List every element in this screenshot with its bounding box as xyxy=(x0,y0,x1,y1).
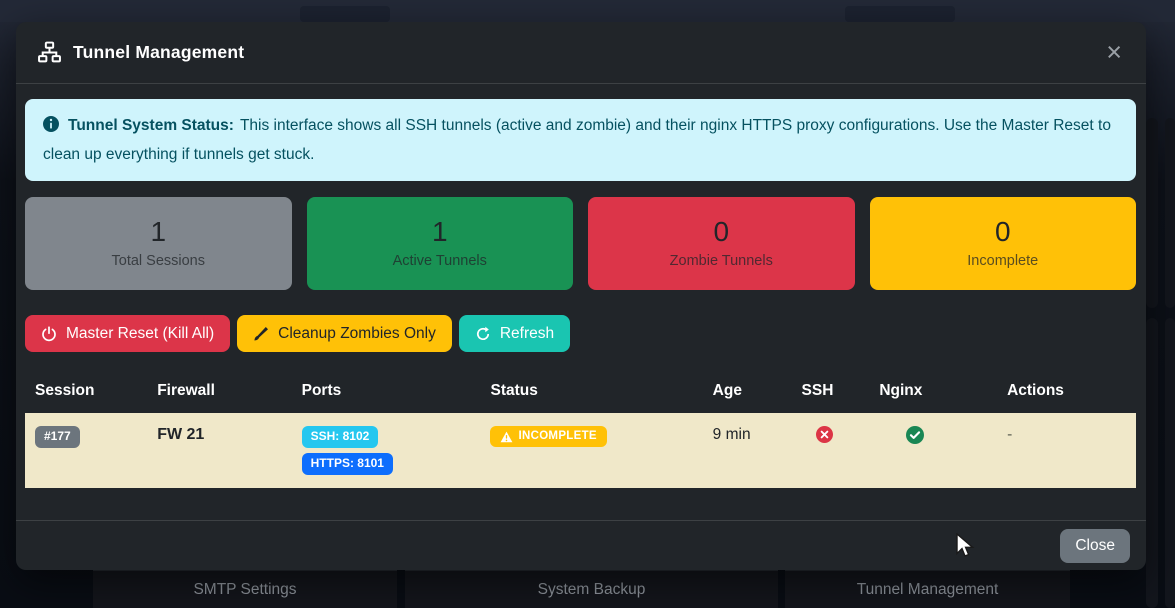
modal-title: Tunnel Management xyxy=(73,42,245,62)
close-icon[interactable]: × xyxy=(1106,37,1122,67)
modal-body: Tunnel System Status: This interface sho… xyxy=(16,84,1146,488)
brush-icon xyxy=(253,326,269,342)
ssh-port-badge: SSH: 8102 xyxy=(301,426,379,448)
stat-value: 0 xyxy=(713,216,730,247)
background-card-edge xyxy=(1165,118,1175,308)
modal-footer: Close xyxy=(16,520,1146,570)
col-ssh: SSH xyxy=(801,382,834,399)
background-card-edge xyxy=(1165,318,1175,608)
session-id-badge: #177 xyxy=(35,426,80,448)
col-session: Session xyxy=(35,382,95,399)
alert-text: This interface shows all SSH tunnels (ac… xyxy=(43,117,1111,163)
sitemap-icon xyxy=(38,41,61,64)
https-port-badge: HTTPS: 8101 xyxy=(301,452,393,475)
col-nginx: Nginx xyxy=(879,382,923,399)
background-card-edge xyxy=(1146,118,1158,308)
background-shape xyxy=(845,6,955,22)
status-text: INCOMPLETE xyxy=(518,430,597,442)
stats-row: 1 Total Sessions 1 Active Tunnels 0 Zomb… xyxy=(25,197,1136,290)
col-actions: Actions xyxy=(1007,382,1064,399)
tunnel-management-modal: Tunnel Management × Tunnel System Status… xyxy=(16,22,1146,570)
age-value: 9 min xyxy=(712,426,751,443)
ports-cell: SSH: 8102 HTTPS: 8101 xyxy=(301,426,471,475)
warning-triangle-icon xyxy=(500,431,513,443)
stat-incomplete: 0 Incomplete xyxy=(869,197,1136,290)
modal-header: Tunnel Management × xyxy=(16,22,1146,84)
stat-active-tunnels: 1 Active Tunnels xyxy=(306,197,573,290)
background-card-smtp-settings: SMTP Settings xyxy=(93,570,397,608)
close-button[interactable]: Close xyxy=(1060,528,1130,563)
col-status: Status xyxy=(490,382,538,399)
background-page-top xyxy=(0,0,1175,22)
mouse-cursor xyxy=(953,532,975,564)
info-circle-icon xyxy=(43,114,59,141)
action-buttons-row: Master Reset (Kill All) Cleanup Zombies … xyxy=(25,315,1136,352)
col-age: Age xyxy=(712,382,742,399)
stat-value: 0 xyxy=(994,216,1011,247)
stat-value: 1 xyxy=(150,216,167,247)
tunnel-status-alert: Tunnel System Status: This interface sho… xyxy=(25,99,1136,181)
stat-zombie-tunnels: 0 Zombie Tunnels xyxy=(588,197,855,290)
background-card-system-backup: System Backup xyxy=(405,570,778,608)
tunnels-table: Session Firewall Ports Status Age SSH Ng… xyxy=(25,374,1136,488)
power-icon xyxy=(41,325,57,342)
button-label: Cleanup Zombies Only xyxy=(278,324,436,342)
table-header-row: Session Firewall Ports Status Age SSH Ng… xyxy=(25,374,1136,413)
refresh-button[interactable]: Refresh xyxy=(458,315,571,352)
background-card-tunnel-management: Tunnel Management xyxy=(785,570,1070,608)
nginx-ok-icon xyxy=(879,426,925,444)
stat-total-sessions: 1 Total Sessions xyxy=(25,197,292,290)
table-row: #177 FW 21 SSH: 8102 HTTPS: 8101 xyxy=(25,413,1136,488)
stat-value: 1 xyxy=(431,216,448,247)
firewall-name: FW 21 xyxy=(157,426,205,443)
background-shape xyxy=(300,6,390,22)
stat-label: Active Tunnels xyxy=(392,253,487,269)
stat-label: Incomplete xyxy=(967,253,1039,269)
master-reset-button[interactable]: Master Reset (Kill All) xyxy=(25,315,231,352)
stat-label: Total Sessions xyxy=(111,253,206,269)
col-firewall: Firewall xyxy=(157,382,215,399)
background-card-edge xyxy=(1146,318,1158,608)
actions-placeholder: - xyxy=(1007,426,1013,443)
refresh-icon xyxy=(475,326,491,342)
alert-bold-text: Tunnel System Status: xyxy=(68,117,234,134)
ssh-error-icon xyxy=(802,426,833,443)
col-ports: Ports xyxy=(301,382,342,399)
stat-label: Zombie Tunnels xyxy=(669,253,773,269)
cleanup-zombies-button[interactable]: Cleanup Zombies Only xyxy=(237,315,452,352)
button-label: Refresh xyxy=(499,324,555,342)
background-page-bottom: SMTP Settings System Backup Tunnel Manag… xyxy=(0,570,1175,608)
status-badge: INCOMPLETE xyxy=(490,426,607,448)
button-label: Master Reset (Kill All) xyxy=(66,324,215,342)
